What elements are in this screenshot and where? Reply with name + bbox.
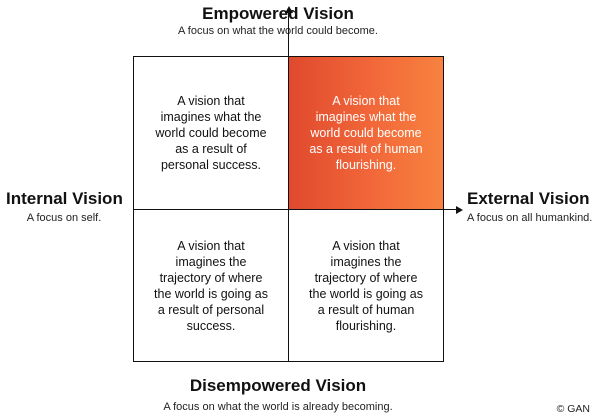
vertical-axis-line [288,11,290,362]
right-arrow-icon [456,206,463,214]
bottom-axis-title: Disempowered Vision [189,376,367,395]
up-arrow-icon [285,6,293,13]
top-axis-subtitle: A focus on what the world could become. [178,25,378,37]
left-axis-title: Internal Vision [6,189,123,208]
quadrant-bottom-right: A vision that imagines the trajectory of… [309,238,423,333]
quadrant-bottom-left: A vision that imagines the trajectory of… [154,238,268,333]
horizontal-axis-line [133,209,457,211]
bottom-axis-subtitle: A focus on what the world is already bec… [163,401,393,413]
right-axis-subtitle: A focus on all humankind. [467,212,593,224]
quadrant-top-left: A vision that imagines what the world co… [155,94,267,172]
left-axis-subtitle: A focus on self. [26,212,102,224]
quadrant-top-right: A vision that imagines what the world co… [289,57,443,209]
top-axis-title: Empowered Vision [202,4,354,23]
copyright-label: © GAN [556,403,590,415]
right-axis-title: External Vision [467,189,590,208]
